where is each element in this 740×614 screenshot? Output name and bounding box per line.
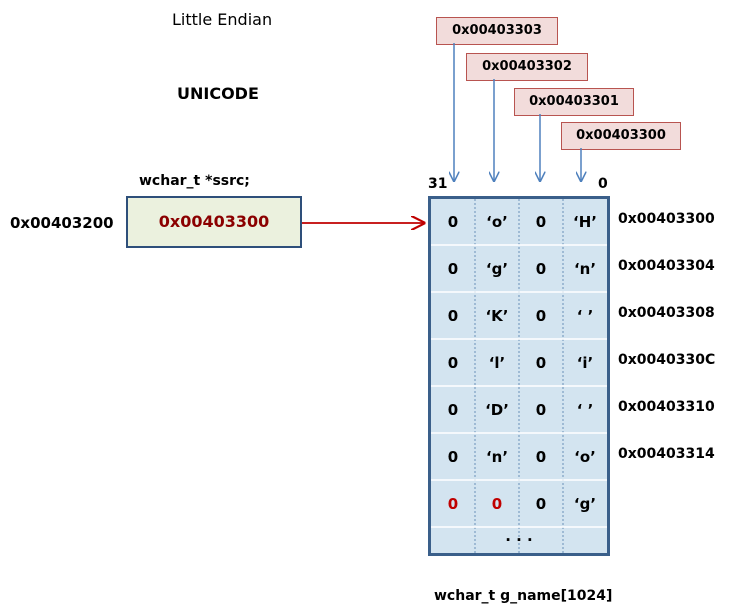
memory-cell: ‘l’ bbox=[488, 354, 506, 372]
byte-address-3: 0x00403303 bbox=[436, 17, 558, 45]
memory-cell: ‘D’ bbox=[485, 401, 509, 419]
memory-cell: 0 bbox=[535, 495, 547, 513]
memory-cell: ‘g’ bbox=[485, 260, 509, 278]
byte-address-2: 0x00403302 bbox=[466, 53, 588, 81]
memory-cell: 0 bbox=[447, 354, 459, 372]
memory-cell: 0 bbox=[535, 213, 547, 231]
memory-ellipsis: . . . bbox=[505, 527, 533, 545]
memory-cell: ‘H’ bbox=[573, 213, 597, 231]
memory-cell: ‘i’ bbox=[576, 354, 594, 372]
pointer-address: 0x00403200 bbox=[10, 214, 114, 232]
memory-cell: ‘n’ bbox=[485, 448, 509, 466]
endianness-title: Little Endian bbox=[172, 10, 273, 29]
memory-cell: ‘o’ bbox=[486, 213, 508, 231]
row-address: 0x00403300 bbox=[618, 211, 715, 227]
memory-cell: 0 bbox=[535, 401, 547, 419]
byte-address-0: 0x00403300 bbox=[561, 122, 681, 150]
row-address: 0x00403308 bbox=[618, 305, 715, 321]
pointer-value-box: 0x00403300 bbox=[126, 196, 302, 248]
memory-cell: 0 bbox=[535, 354, 547, 372]
memory-cell: ‘g’ bbox=[573, 495, 597, 513]
memory-cell: 0 bbox=[447, 213, 459, 231]
memory-cell: ‘o’ bbox=[574, 448, 596, 466]
memory-cell: ‘ ’ bbox=[576, 307, 594, 325]
pointer-declaration: wchar_t *ssrc; bbox=[139, 173, 250, 189]
pointer-value: 0x00403300 bbox=[158, 212, 270, 231]
row-address: 0x00403310 bbox=[618, 399, 715, 415]
memory-cell: 0 bbox=[491, 495, 503, 513]
bit-low-label: 0 bbox=[598, 176, 608, 192]
memory-cell: 0 bbox=[447, 401, 459, 419]
row-address: 0x00403314 bbox=[618, 446, 715, 462]
memory-cell: 0 bbox=[447, 448, 459, 466]
memory-cell: ‘ ’ bbox=[576, 401, 594, 419]
memory-cell: 0 bbox=[447, 260, 459, 278]
memory-cell: 0 bbox=[447, 307, 459, 325]
memory-cell: 0 bbox=[535, 260, 547, 278]
row-address: 0x00403304 bbox=[618, 258, 715, 274]
bit-high-label: 31 bbox=[428, 176, 448, 192]
memory-cell: 0 bbox=[535, 448, 547, 466]
memory-cell: ‘K’ bbox=[485, 307, 509, 325]
byte-address-1: 0x00403301 bbox=[514, 88, 634, 116]
memory-block: 0 ‘o’ 0 ‘H’ 0 ‘g’ 0 ‘n’ 0 ‘K’ 0 ‘ ’ 0 ‘l’ 0 ‘i’ 0 ‘D’ 0 ‘ ’… bbox=[428, 196, 610, 556]
memory-grid bbox=[431, 199, 607, 553]
row-address: 0x0040330C bbox=[618, 352, 716, 368]
memory-cell: 0 bbox=[447, 495, 459, 513]
memory-cell: 0 bbox=[535, 307, 547, 325]
array-declaration: wchar_t g_name[1024] bbox=[434, 588, 613, 604]
memory-cell: ‘n’ bbox=[573, 260, 597, 278]
encoding-title: UNICODE bbox=[177, 84, 259, 103]
